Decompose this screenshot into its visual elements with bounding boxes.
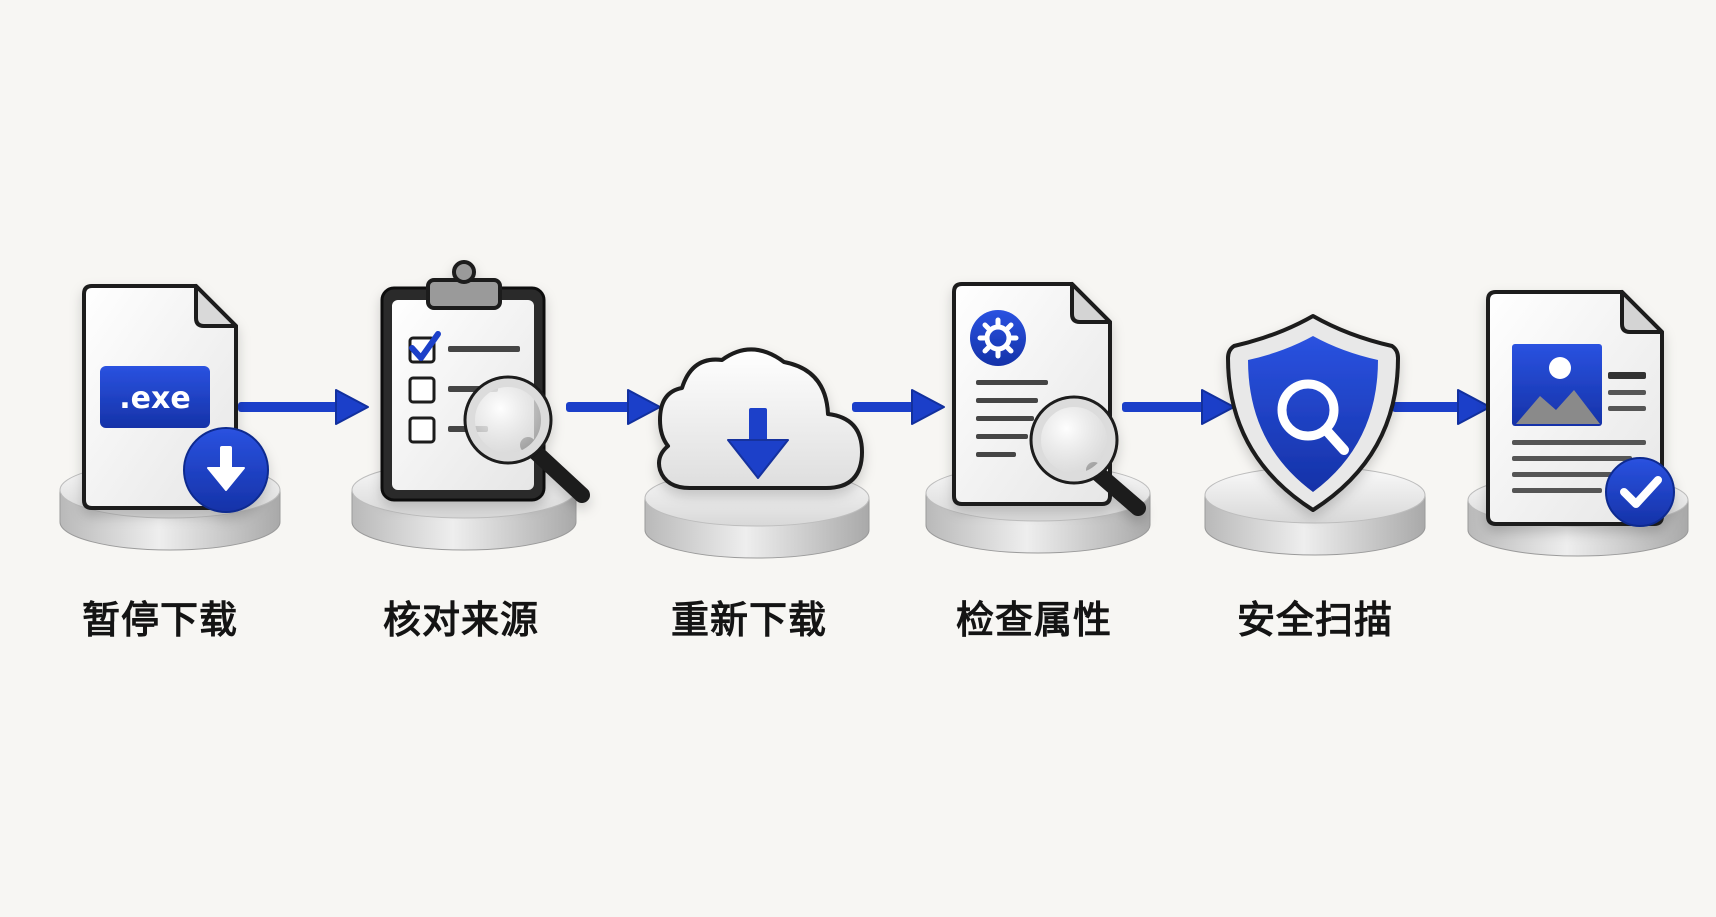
step-label-check-properties: 检查属性 [955,598,1112,642]
step-label-verify-source: 核对来源 [382,598,539,642]
clipboard-checklist-magnifier-icon [380,260,590,503]
shield-search-icon [1226,314,1400,512]
exe-file-download-icon: .exe [82,284,269,513]
arrow-2 [566,389,661,425]
arrow-5 [1392,389,1491,425]
document-gear-magnifier-icon [952,282,1146,516]
step-label-security-scan: 安全扫描 [1236,598,1393,642]
exe-badge-text: .exe [119,381,190,416]
step-label-redownload: 重新下载 [670,598,827,642]
image-document-check-icon [1486,290,1675,527]
cloud-download-icon [657,347,864,490]
arrow-1 [238,389,369,425]
step-label-pause-download: 暂停下载 [81,598,238,642]
arrow-4 [1122,389,1235,425]
arrow-3 [852,389,945,425]
